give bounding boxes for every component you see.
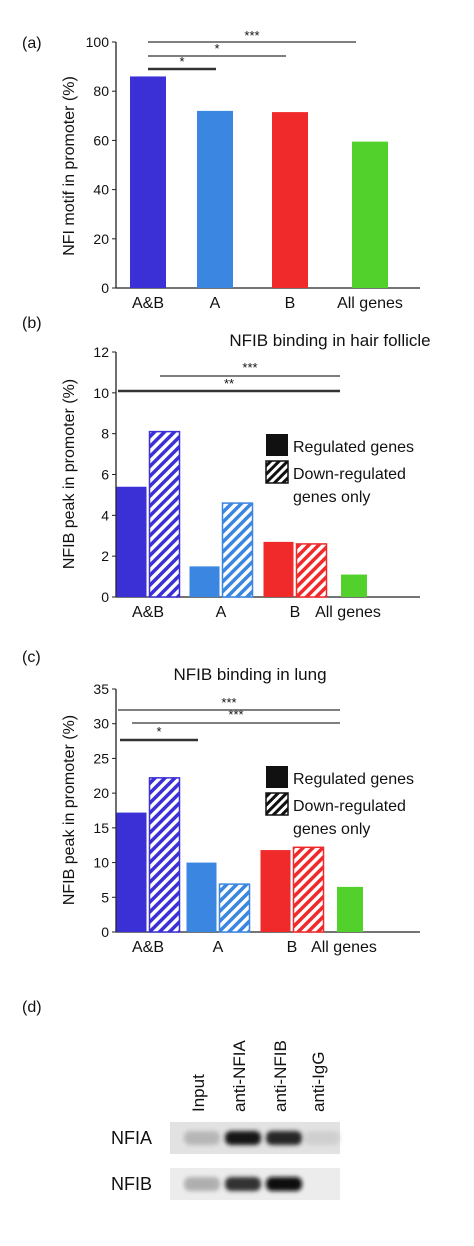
- y-tick-label: 40: [93, 182, 109, 198]
- bar-all-genes: [352, 141, 388, 288]
- blot-band: [184, 1177, 220, 1191]
- legend-label-genes-only: genes only: [293, 489, 370, 506]
- x-tick-label: All genes: [337, 295, 403, 312]
- significance-label: ***: [242, 360, 257, 375]
- panel-label: (d): [22, 999, 42, 1016]
- y-tick-label: 6: [101, 467, 109, 483]
- blot-row-label: NFIA: [111, 1128, 152, 1148]
- y-tick-label: 0: [101, 280, 109, 296]
- blot-row-label: NFIB: [111, 1174, 152, 1194]
- blot-band: [184, 1131, 220, 1145]
- chart-title: NFIB binding in hair follicle: [229, 331, 430, 350]
- y-tick-label: 20: [93, 231, 109, 247]
- bar-down-regulated-a: [221, 502, 254, 598]
- significance-label: **: [224, 376, 234, 391]
- chart-title: NFIB binding in lung: [173, 665, 326, 684]
- lane-label: anti-IgG: [309, 1052, 328, 1112]
- western-blot-panel: (d) Input anti-NFIA anti-NFIB anti-IgG NFIA NF…: [22, 999, 340, 1200]
- legend-label-down-regulated: Down-regulated: [293, 466, 406, 483]
- x-tick-label: A&B: [132, 604, 164, 621]
- bar-regulated-b: [260, 850, 291, 932]
- legend-swatch-down-regulated: [265, 460, 289, 484]
- panel-label: (a): [22, 35, 42, 52]
- y-tick-label: 35: [93, 681, 109, 697]
- y-axis-label: NFI motif in promoter (%): [61, 76, 78, 256]
- bar-down-regulated-a-b: [148, 777, 181, 933]
- x-tick-label: A: [210, 295, 221, 312]
- bar-regulated-b: [263, 541, 294, 597]
- blot-band: [266, 1177, 302, 1191]
- x-tick-label: B: [285, 295, 296, 312]
- bar-regulated-a: [186, 862, 217, 932]
- bar-down-regulated-b: [295, 543, 328, 598]
- blot-band: [266, 1131, 302, 1145]
- y-tick-label: 0: [101, 924, 109, 940]
- blot-band: [304, 1131, 340, 1145]
- bar-a: [197, 110, 233, 288]
- y-tick-label: 10: [93, 855, 109, 871]
- bar-regulated-all-genes: [341, 574, 367, 597]
- y-tick-label: 12: [93, 344, 109, 360]
- legend-label-down-regulated: Down-regulated: [293, 798, 406, 815]
- bar-a-b: [130, 76, 166, 288]
- y-tick-label: 10: [93, 385, 109, 401]
- bar-regulated-all-genes: [337, 886, 363, 932]
- y-tick-label: 15: [93, 820, 109, 836]
- lane-label: Input: [189, 1074, 208, 1112]
- x-tick-label: A: [213, 939, 224, 956]
- x-tick-label: A&B: [132, 939, 164, 956]
- significance-label: *: [214, 41, 219, 56]
- bar-regulated-a: [189, 566, 220, 597]
- bar-regulated-a-b: [116, 486, 147, 597]
- y-tick-label: 0: [101, 589, 109, 605]
- y-axis-label: NFIB peak in promoter (%): [61, 379, 78, 569]
- significance-label: *: [179, 54, 184, 69]
- panel-label: (b): [22, 315, 42, 332]
- significance-label: ***: [221, 695, 236, 710]
- lane-label: anti-NFIA: [230, 1040, 249, 1112]
- x-tick-label: A: [216, 604, 227, 621]
- legend-swatch-regulated: [266, 434, 288, 456]
- legend-label-genes-only: genes only: [293, 821, 370, 838]
- chart-panel-a: (a) NFI motif in promoter (%) 0 20 40 60 80 100…: [22, 28, 420, 312]
- bar-down-regulated-a: [218, 883, 251, 933]
- x-tick-label: B: [290, 604, 301, 621]
- bar-b: [272, 112, 308, 288]
- bar-regulated-a-b: [116, 812, 147, 932]
- y-tick-label: 8: [101, 426, 109, 442]
- y-tick-label: 100: [86, 34, 110, 50]
- bar-down-regulated-b: [292, 846, 325, 933]
- y-tick-label: 25: [93, 750, 109, 766]
- y-tick-label: 2: [101, 548, 109, 564]
- y-tick-label: 30: [93, 716, 109, 732]
- y-axis-label: NFIB peak in promoter (%): [61, 715, 78, 905]
- blot-band: [225, 1131, 261, 1145]
- legend-label-regulated: Regulated genes: [293, 439, 414, 456]
- lane-label: anti-NFIB: [271, 1040, 290, 1112]
- y-tick-label: 80: [93, 83, 109, 99]
- y-tick-label: 5: [101, 889, 109, 905]
- panel-label: (c): [22, 649, 41, 666]
- x-tick-label: All genes: [315, 604, 381, 621]
- significance-label: ***: [244, 28, 259, 43]
- legend-swatch-regulated: [266, 766, 288, 788]
- bar-down-regulated-a-b: [148, 430, 181, 598]
- significance-label: ***: [228, 707, 243, 722]
- blot-band: [225, 1177, 261, 1191]
- significance-label: *: [156, 724, 161, 739]
- legend-label-regulated: Regulated genes: [293, 771, 414, 788]
- legend-swatch-down-regulated: [265, 792, 289, 816]
- y-tick-label: 20: [93, 785, 109, 801]
- y-tick-label: 4: [101, 507, 109, 523]
- x-tick-label: All genes: [311, 939, 377, 956]
- y-tick-label: 60: [93, 132, 109, 148]
- x-tick-label: B: [287, 939, 298, 956]
- x-tick-label: A&B: [132, 295, 164, 312]
